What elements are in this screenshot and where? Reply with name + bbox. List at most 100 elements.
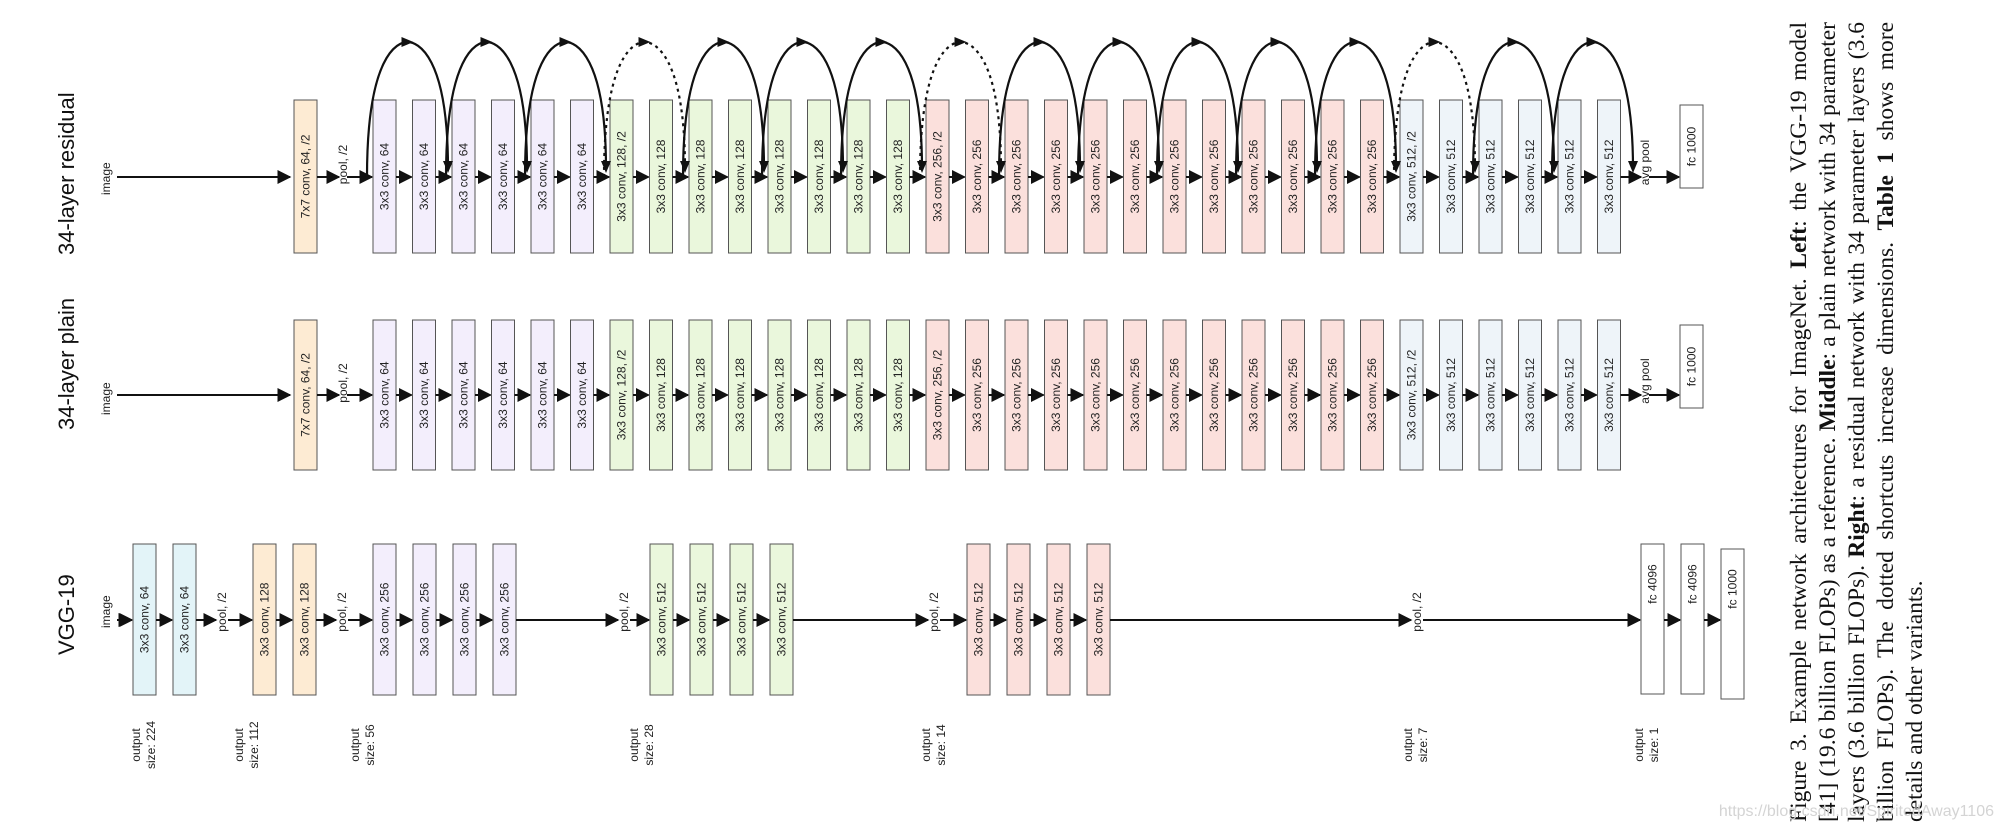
layer-label: 7x7 conv, 64, /2 bbox=[299, 353, 313, 437]
layer-label: 3x3 conv, 512 bbox=[972, 582, 986, 656]
layer-label: 3x3 conv, 256 bbox=[970, 358, 984, 432]
caption-left-bold: Left bbox=[1786, 226, 1812, 269]
shortcut-arrowhead bbox=[954, 37, 967, 47]
layer-label: 3x3 conv, 256 bbox=[970, 139, 984, 213]
layer-label: 3x3 conv, 128 bbox=[654, 358, 668, 432]
layer-block bbox=[1679, 104, 1704, 189]
caption-right-bold: Right bbox=[1844, 501, 1870, 558]
input-label-resnet: image bbox=[99, 162, 113, 195]
layer-label: 3x3 conv, 128 bbox=[733, 139, 747, 213]
layer-label: 3x3 conv, 64 bbox=[575, 143, 589, 210]
shortcut-arrowhead bbox=[1391, 161, 1401, 173]
layer-label: 3x3 conv, 256 bbox=[1049, 358, 1063, 432]
row-title-vgg: VGG-19 bbox=[54, 574, 79, 655]
layer-label: 3x3 conv, 256 bbox=[1128, 139, 1142, 213]
pool-label: avg pool bbox=[1638, 358, 1652, 403]
layer-label: 3x3 conv, 512 bbox=[1523, 139, 1537, 213]
shortcut-arrowhead bbox=[1507, 37, 1520, 47]
layer-label: 3x3 conv, 64 bbox=[536, 361, 550, 428]
layer-label: 3x3 conv, 256 bbox=[1326, 358, 1340, 432]
layer-label: 3x3 conv, 256, /2 bbox=[931, 131, 945, 222]
layer-label: 3x3 conv, 512 bbox=[1444, 139, 1458, 213]
layer-label: 3x3 conv, 64 bbox=[457, 361, 471, 428]
layer-label: 3x3 conv, 64 bbox=[417, 143, 431, 210]
layer-label: 3x3 conv, 512 bbox=[1563, 139, 1577, 213]
shortcut-arrowhead bbox=[480, 37, 493, 47]
layer-label: 3x3 conv, 256 bbox=[378, 582, 392, 656]
layer-label: 3x3 conv, 64 bbox=[496, 361, 510, 428]
plain-34-row: 7x7 conv, 64, /2 pool, /2 3x3 conv, 64 3x3 … bbox=[293, 319, 1704, 471]
layer-label: 3x3 conv, 256 bbox=[1128, 358, 1142, 432]
layer-label: 3x3 conv, 128 bbox=[298, 582, 312, 656]
shortcut-arrowhead bbox=[1628, 161, 1638, 173]
input-label-plain: image bbox=[99, 382, 113, 415]
layer-label: 3x3 conv, 64 bbox=[378, 361, 392, 428]
output-size-label: output bbox=[129, 728, 143, 762]
layer-label: 3x3 conv, 256 bbox=[1286, 358, 1300, 432]
layer-label: 3x3 conv, 128 bbox=[812, 358, 826, 432]
shortcut-arrowhead bbox=[1586, 37, 1599, 47]
layer-label: 3x3 conv, 64 bbox=[457, 143, 471, 210]
pool-label: pool, /2 bbox=[927, 592, 941, 632]
shortcut-arrowhead bbox=[638, 37, 651, 47]
output-size-label: output bbox=[919, 728, 933, 762]
output-size-label: output bbox=[348, 728, 362, 762]
layer-label: 3x3 conv, 256 bbox=[498, 582, 512, 656]
output-size-value: size: 7 bbox=[1416, 727, 1430, 762]
layer-label: 3x3 conv, 256 bbox=[1247, 358, 1261, 432]
layer-label: 3x3 conv, 512, /2 bbox=[1405, 131, 1419, 222]
architecture-diagram: 34-layer residual 34-layer plain VGG-19 … bbox=[54, 37, 1745, 769]
layer-label: 3x3 conv, 128, /2 bbox=[615, 349, 629, 440]
layer-block bbox=[1720, 548, 1745, 700]
layer-label: 3x3 conv, 256, /2 bbox=[931, 349, 945, 440]
layer-block bbox=[1679, 324, 1704, 409]
output-size-label: output bbox=[627, 728, 641, 762]
layer-label: 3x3 conv, 256 bbox=[1089, 358, 1103, 432]
pool-label: pool, /2 bbox=[336, 363, 350, 403]
shortcut-arrowhead bbox=[1270, 37, 1283, 47]
pool-label: pool, /2 bbox=[335, 592, 349, 632]
layer-label: fc 4096 bbox=[1686, 564, 1700, 604]
shortcut-arrowhead bbox=[601, 161, 611, 173]
layer-label: 3x3 conv, 512 bbox=[1523, 358, 1537, 432]
shortcut-arrowhead bbox=[917, 161, 927, 173]
layer-label: 3x3 conv, 64 bbox=[378, 143, 392, 210]
layer-label: 3x3 conv, 128 bbox=[852, 358, 866, 432]
layer-label: 3x3 conv, 512 bbox=[695, 582, 709, 656]
layer-label: 3x3 conv, 64 bbox=[178, 586, 192, 653]
layer-label: 3x3 conv, 256 bbox=[1168, 139, 1182, 213]
shortcut-arrowhead bbox=[717, 37, 730, 47]
layer-label: 3x3 conv, 256 bbox=[1010, 139, 1024, 213]
layer-label: 3x3 conv, 256 bbox=[1326, 139, 1340, 213]
pool-label: pool, /2 bbox=[1410, 592, 1424, 632]
layer-label: 3x3 conv, 256 bbox=[1365, 358, 1379, 432]
shortcut-arrowhead bbox=[1349, 37, 1362, 47]
watermark: https://blog.csdn.net/SpiritedAway1106 bbox=[1718, 803, 1994, 820]
layer-label: 3x3 conv, 128, /2 bbox=[615, 131, 629, 222]
layer-label: 3x3 conv, 512 bbox=[1602, 139, 1616, 213]
layer-label: 3x3 conv, 512 bbox=[1563, 358, 1577, 432]
shortcut-arrowhead bbox=[401, 37, 414, 47]
pool-label: avg pool bbox=[1638, 140, 1652, 185]
layer-label: 3x3 conv, 128 bbox=[694, 139, 708, 213]
layer-label: 3x3 conv, 256 bbox=[1286, 139, 1300, 213]
layer-label: 3x3 conv, 128 bbox=[694, 358, 708, 432]
output-size-value: size: 1 bbox=[1647, 727, 1661, 762]
layer-label: 3x3 conv, 256 bbox=[1049, 139, 1063, 213]
shortcut-arrowhead bbox=[1428, 37, 1441, 47]
layer-label: 3x3 conv, 256 bbox=[1207, 358, 1221, 432]
layer-label: 3x3 conv, 256 bbox=[418, 582, 432, 656]
shortcut-arrowhead bbox=[1112, 37, 1125, 47]
output-size-value: size: 14 bbox=[934, 724, 948, 766]
layer-label: 3x3 conv, 64 bbox=[138, 586, 152, 653]
caption-middle-bold: Middle bbox=[1815, 359, 1841, 432]
layer-label: 3x3 conv, 128 bbox=[258, 582, 272, 656]
layer-label: 3x3 conv, 256 bbox=[1207, 139, 1221, 213]
pool-label: pool, /2 bbox=[617, 592, 631, 632]
layer-label: 3x3 conv, 512 bbox=[655, 582, 669, 656]
shortcut-arrowhead bbox=[796, 37, 809, 47]
input-label-vgg: image bbox=[99, 595, 113, 628]
layer-label: 7x7 conv, 64, /2 bbox=[299, 134, 313, 218]
shortcut-arrowhead bbox=[1191, 37, 1204, 47]
